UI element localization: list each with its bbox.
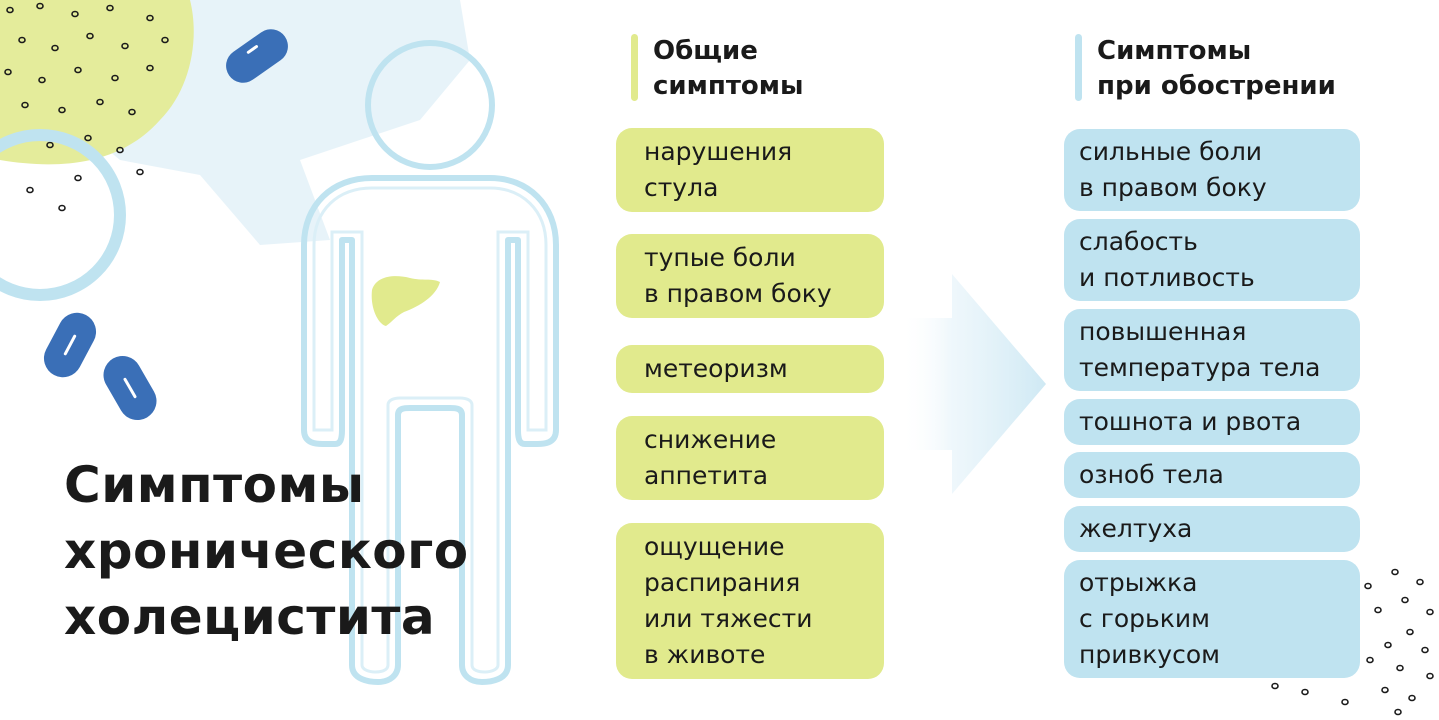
ring-decoration bbox=[0, 129, 126, 301]
human-body-icon bbox=[301, 40, 559, 685]
symptom-text: желтуха bbox=[1079, 514, 1193, 543]
heading-line: Общие bbox=[653, 36, 758, 66]
heading-line: симптомы bbox=[653, 71, 804, 101]
exacerbation-symptom-item: желтуха bbox=[1064, 506, 1360, 552]
title-line: холецистита bbox=[64, 588, 436, 646]
symptom-text: озноб тела bbox=[1079, 460, 1224, 489]
pill-icon bbox=[103, 356, 157, 420]
general-symptom-item: тупые боли в правом боку bbox=[616, 234, 884, 318]
heading-accent-bar bbox=[631, 34, 638, 101]
exacerbation-symptom-item: повышенная температура тела bbox=[1064, 309, 1360, 391]
symptom-text: тошнота и рвота bbox=[1079, 407, 1302, 436]
symptom-text: нарушения bbox=[644, 137, 793, 166]
symptom-text: метеоризм bbox=[644, 354, 788, 383]
pill-icon bbox=[226, 29, 288, 83]
symptom-text: с горьким bbox=[1079, 604, 1210, 633]
general-symptoms-heading: Общие симптомы bbox=[631, 34, 804, 104]
exacerbation-symptoms-heading: Симптомы при обострении bbox=[1075, 34, 1336, 104]
symptom-text: или тяжести bbox=[644, 604, 813, 633]
page-title: Симптомы хронического холецистита bbox=[64, 452, 469, 650]
liver-icon bbox=[371, 276, 440, 326]
dots-pattern bbox=[4, 2, 169, 212]
heading-accent-bar bbox=[1075, 34, 1082, 101]
general-symptom-item: нарушения стула bbox=[616, 128, 884, 212]
symptom-text: повышенная bbox=[1079, 317, 1247, 346]
heading-line: Симптомы bbox=[1097, 36, 1252, 66]
symptom-text: снижение bbox=[644, 425, 777, 454]
symptom-text: слабость bbox=[1079, 227, 1198, 256]
title-line: Симптомы bbox=[64, 456, 365, 514]
heading-line: при обострении bbox=[1097, 71, 1336, 101]
human-body-inner bbox=[312, 186, 548, 674]
exacerbation-symptom-item: отрыжка с горьким привкусом bbox=[1064, 560, 1360, 678]
symptom-text: в правом боку bbox=[644, 279, 832, 308]
symptom-text: отрыжка bbox=[1079, 568, 1198, 597]
symptom-text: ощущение bbox=[644, 532, 785, 561]
pill-icon bbox=[43, 312, 97, 378]
symptom-text: сильные боли bbox=[1079, 137, 1263, 166]
symptom-text: тупые боли bbox=[644, 243, 796, 272]
general-symptom-item: метеоризм bbox=[616, 345, 884, 393]
symptom-text: привкусом bbox=[1079, 640, 1220, 669]
symptom-text: распирания bbox=[644, 568, 801, 597]
symptom-text: в правом боку bbox=[1079, 173, 1267, 202]
symptom-text: в животе bbox=[644, 640, 766, 669]
general-symptom-item: снижение аппетита bbox=[616, 416, 884, 500]
symptom-text: аппетита bbox=[644, 461, 769, 490]
exacerbation-symptom-item: слабость и потливость bbox=[1064, 219, 1360, 301]
general-symptom-item: ощущение распирания или тяжести в животе bbox=[616, 523, 884, 679]
title-line: хронического bbox=[64, 522, 469, 580]
yellow-blob bbox=[0, 0, 194, 165]
exacerbation-symptom-item: тошнота и рвота bbox=[1064, 399, 1360, 445]
exacerbation-symptom-item: озноб тела bbox=[1064, 452, 1360, 498]
exacerbation-symptom-item: сильные боли в правом боку bbox=[1064, 129, 1360, 211]
symptom-text: стула bbox=[644, 173, 719, 202]
symptom-text: температура тела bbox=[1079, 353, 1321, 382]
dots-pattern bbox=[1271, 568, 1434, 716]
symptom-text: и потливость bbox=[1079, 263, 1255, 292]
arrow-right-icon bbox=[900, 274, 1046, 494]
